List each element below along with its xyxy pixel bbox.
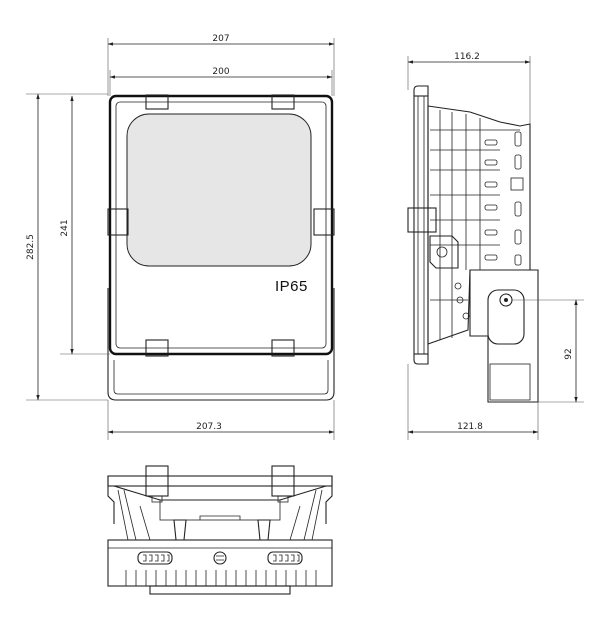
front-clip-bottom-right	[271, 339, 295, 357]
front-frame-inner	[115, 101, 327, 349]
top-clip-left	[145, 465, 169, 497]
front-clip-bottom-left	[145, 339, 169, 357]
front-frame	[108, 94, 334, 356]
side-hinge-hole	[436, 246, 448, 258]
top-gland-left	[173, 519, 187, 541]
dim-front-frame-width: 200	[212, 67, 229, 77]
top-mount-foot	[149, 585, 291, 595]
dim-side-bottom-depth: 121.8	[457, 422, 483, 432]
top-gland-right	[257, 519, 271, 541]
dim-front-frame-height: 241	[60, 219, 70, 236]
top-fin-ribs	[117, 489, 323, 541]
top-center-valve	[213, 551, 227, 565]
side-slots	[484, 131, 524, 266]
top-frame-edge	[107, 475, 333, 487]
top-heatsink-block	[107, 539, 333, 587]
front-clip-top-left	[145, 94, 169, 110]
side-hook-bottom	[413, 354, 429, 365]
side-pivot-arm	[487, 289, 525, 345]
side-housing	[427, 105, 531, 345]
top-terminal-left	[137, 551, 173, 565]
top-housing-neck	[159, 499, 281, 521]
side-hook-top	[413, 85, 429, 96]
front-lens	[126, 113, 312, 267]
top-terminal-right	[267, 551, 303, 565]
side-hinge-plate	[429, 235, 459, 269]
top-bottom-fins	[125, 570, 317, 586]
ip-rating-label: IP65	[275, 278, 308, 295]
front-clip-left	[107, 208, 129, 236]
front-clip-top-right	[271, 94, 295, 110]
front-bracket-outline	[107, 288, 335, 401]
dim-front-overall-width: 207	[212, 34, 229, 44]
side-heatsink-fins	[430, 110, 520, 340]
side-frame-strip	[413, 95, 429, 355]
top-view	[107, 465, 333, 595]
front-bracket-inner	[113, 360, 329, 395]
dim-front-bracket-width: 207.3	[196, 422, 222, 432]
side-view: 116.2 121.8 92	[407, 52, 584, 440]
top-clip-right	[271, 465, 295, 497]
front-view: IP65 207 200 282.5 241 207.3	[26, 34, 335, 440]
dim-front-overall-height: 282.5	[26, 234, 36, 260]
dim-side-top-depth: 116.2	[454, 52, 480, 62]
dim-side-pivot-height: 92	[564, 348, 574, 359]
front-clip-right	[313, 208, 335, 236]
side-mount-bracket	[469, 269, 539, 403]
